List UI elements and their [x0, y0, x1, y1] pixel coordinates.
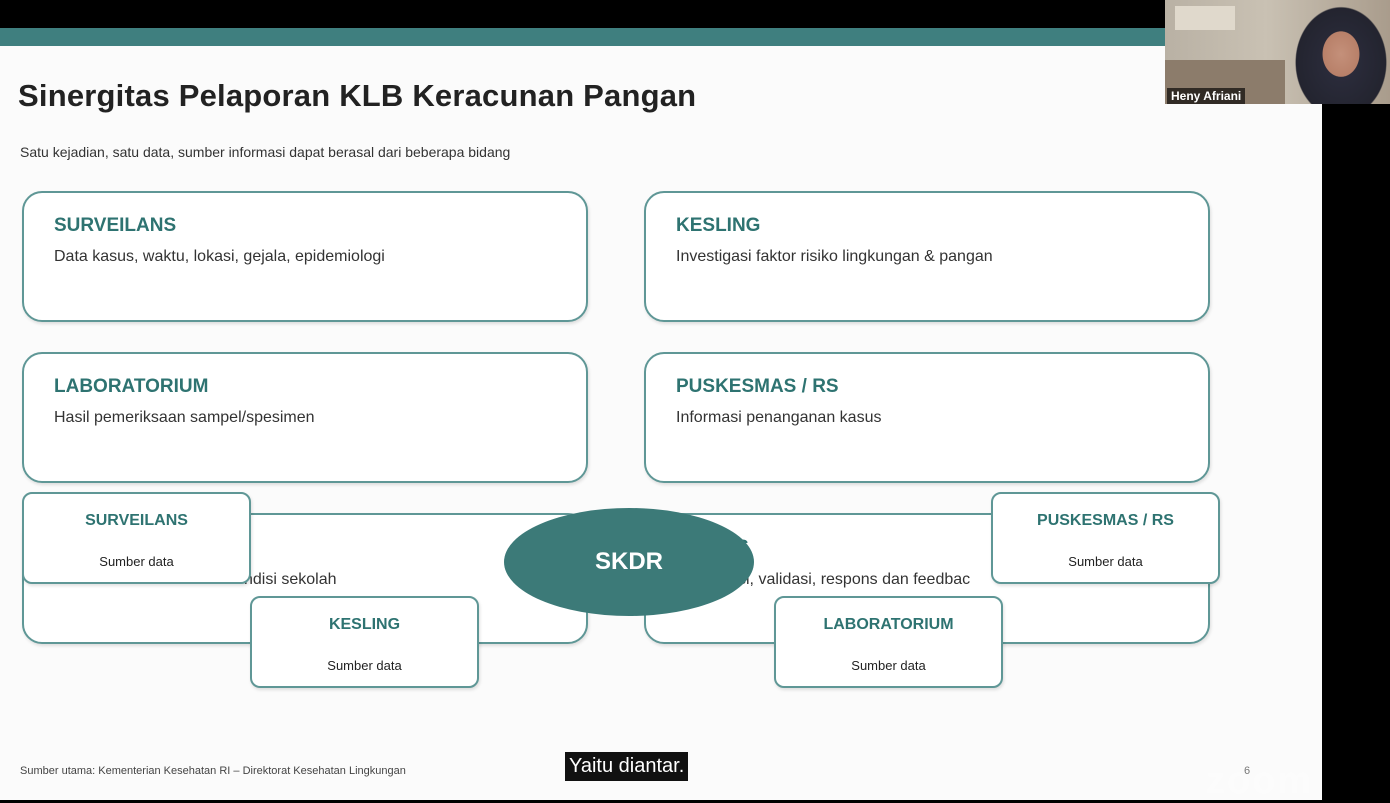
card-description: ndisi sekolah: [244, 571, 337, 588]
source-description: Sumber data: [1068, 554, 1143, 569]
card-heading: KESLING: [676, 215, 761, 236]
source-heading: PUSKESMAS / RS: [1037, 512, 1174, 529]
card-surveilans: SURVEILANS Data kasus, waktu, lokasi, ge…: [22, 191, 588, 322]
card-puskesmas-rs: PUSKESMAS / RS Informasi penanganan kasu…: [644, 352, 1210, 483]
card-laboratorium: LABORATORIUM Hasil pemeriksaan sampel/sp…: [22, 352, 588, 483]
slide-title: Sinergitas Pelaporan KLB Keracunan Panga…: [18, 78, 697, 113]
source-card-laboratorium: LABORATORIUM Sumber data: [774, 596, 1003, 688]
card-description: Investigasi faktor risiko lingkungan & p…: [676, 248, 993, 265]
source-description: Sumber data: [327, 658, 402, 673]
source-card-kesling: KESLING Sumber data: [250, 596, 479, 688]
participant-avatar: [1293, 0, 1389, 104]
card-kesling: KESLING Investigasi faktor risiko lingku…: [644, 191, 1210, 322]
card-description: Hasil pemeriksaan sampel/spesimen: [54, 409, 315, 426]
zoom-watermark: zoom: [1206, 760, 1314, 802]
source-card-surveilans: SURVEILANS Sumber data: [22, 492, 251, 584]
participant-video-tile[interactable]: Heny Afriani: [1165, 0, 1390, 104]
background-light: [1175, 6, 1235, 30]
card-description: Informasi penanganan kasus: [676, 409, 882, 426]
presentation-slide: Sinergitas Pelaporan KLB Keracunan Panga…: [0, 28, 1322, 800]
skdr-ellipse: SKDR: [504, 508, 754, 616]
source-card-puskesmas-rs: PUSKESMAS / RS Sumber data: [991, 492, 1220, 584]
source-heading: LABORATORIUM: [823, 616, 954, 633]
card-heading: SURVEILANS: [54, 215, 177, 236]
source-footer: Sumber utama: Kementerian Kesehatan RI –…: [20, 765, 406, 777]
source-description: Sumber data: [99, 554, 174, 569]
live-caption: Yaitu diantar.: [565, 752, 689, 781]
source-heading: KESLING: [328, 616, 401, 633]
card-heading: PUSKESMAS / RS: [676, 376, 839, 397]
slide-subtitle: Satu kejadian, satu data, sumber informa…: [20, 144, 511, 160]
participant-name: Heny Afriani: [1167, 88, 1246, 104]
source-description: Sumber data: [851, 658, 926, 673]
source-heading: SURVEILANS: [85, 512, 188, 529]
card-heading: LABORATORIUM: [54, 376, 209, 397]
card-description: si, validasi, respons dan feedbac: [738, 571, 971, 588]
slide-header-bar: [0, 28, 1322, 46]
card-description: Data kasus, waktu, lokasi, gejala, epide…: [54, 248, 385, 265]
page-number: 6: [1244, 765, 1251, 777]
